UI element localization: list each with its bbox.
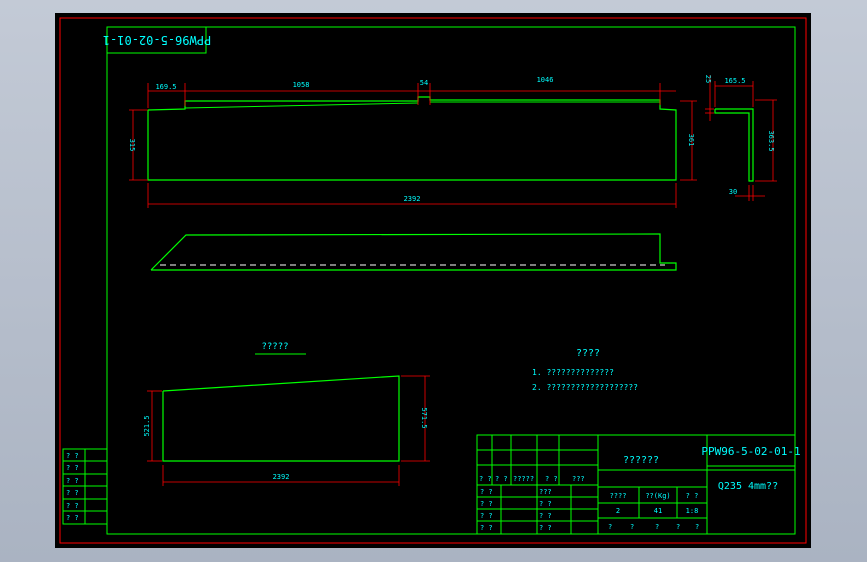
- title-value-weight: 41: [654, 507, 662, 515]
- title-header-scale: ? ?: [686, 492, 699, 500]
- side-view: [150, 233, 677, 271]
- person-label-1: ? ?: [480, 488, 493, 496]
- title-stamp: PPW96-5-02-01-1: [103, 33, 211, 47]
- sign-row-1: ? ?: [479, 475, 492, 483]
- dim-left-offset: 169.5: [155, 83, 176, 91]
- left-table-row-5: ? ?: [66, 502, 79, 510]
- inner-frame: [106, 26, 796, 535]
- person-label-3: ? ?: [480, 512, 493, 520]
- title-stamp-box: [106, 26, 207, 54]
- person-label-right-4: ? ?: [539, 524, 552, 532]
- outer-frame: [59, 17, 807, 544]
- title-header-weight: ??(Kg): [645, 492, 670, 500]
- dim-section-width: 165.5: [724, 77, 745, 85]
- dim-seg1: 1058: [293, 81, 310, 89]
- title-material: Q235 4mm??: [718, 481, 778, 492]
- title-bottom-4: ?: [676, 523, 680, 531]
- sign-row-2: ? ?: [495, 475, 508, 483]
- sign-row-3: ?????: [513, 475, 534, 483]
- title-bottom-3: ?: [655, 523, 659, 531]
- title-header-qty: ????: [610, 492, 627, 500]
- person-label-right-3: ? ?: [539, 512, 552, 520]
- left-table-row-3: ? ?: [66, 477, 79, 485]
- dim-gap: 54: [420, 79, 428, 87]
- note-1: 1. ??????????????: [532, 368, 614, 377]
- dim-seg2: 1046: [537, 76, 554, 84]
- person-label-4: ? ?: [480, 524, 493, 532]
- dim-unfold-left: 521.5: [143, 415, 151, 436]
- title-part-name: ??????: [623, 455, 659, 466]
- title-block: [476, 434, 796, 535]
- note-2: 2. ???????????????????: [532, 383, 638, 392]
- dim-height-left: 315: [128, 139, 136, 152]
- dim-section-bottom: 30: [729, 188, 737, 196]
- title-drawing-number: PPW96-5-02-01-1: [701, 445, 800, 458]
- left-table-row-6: ? ?: [66, 514, 79, 522]
- person-label-right-1: ???: [539, 488, 552, 496]
- dim-unfold-width: 2392: [273, 473, 290, 481]
- top-view: 169.5 1058 54 1046 2392 315 361: [128, 76, 697, 208]
- title-value-scale: 1:8: [686, 507, 699, 515]
- title-bottom-5: ?: [695, 523, 699, 531]
- left-table-row-2: ? ?: [66, 464, 79, 472]
- title-bottom-1: ?: [608, 523, 612, 531]
- drawing-canvas[interactable]: PPW96-5-02-01-1 169.5 1058 54 1046 239: [55, 13, 811, 548]
- sign-row-5: ???: [572, 475, 585, 483]
- person-label-right-2: ? ?: [539, 500, 552, 508]
- title-bottom-2: ?: [630, 523, 634, 531]
- dim-unfold-right: 571.5: [420, 407, 428, 428]
- left-table-row-4: ? ?: [66, 489, 79, 497]
- section-view: 25 165.5 363.5 30: [704, 75, 777, 201]
- cad-drawing: PPW96-5-02-01-1 169.5 1058 54 1046 239: [59, 17, 807, 544]
- left-side-table: [62, 448, 108, 525]
- person-label-2: ? ?: [480, 500, 493, 508]
- dim-section-height: 363.5: [767, 130, 775, 151]
- unfold-view: ????? 521.5 571.5 2392: [143, 342, 430, 486]
- technical-notes: ???? 1. ?????????????? 2. ??????????????…: [532, 348, 638, 392]
- notes-heading: ????: [576, 348, 600, 359]
- unfold-label: ?????: [261, 342, 288, 352]
- sign-row-4: ? ?: [545, 475, 558, 483]
- dim-section-top: 25: [704, 75, 712, 83]
- dim-width: 2392: [404, 195, 421, 203]
- title-value-qty: 2: [616, 507, 620, 515]
- left-table-row-1: ? ?: [66, 452, 79, 460]
- dim-height-right: 361: [687, 134, 695, 147]
